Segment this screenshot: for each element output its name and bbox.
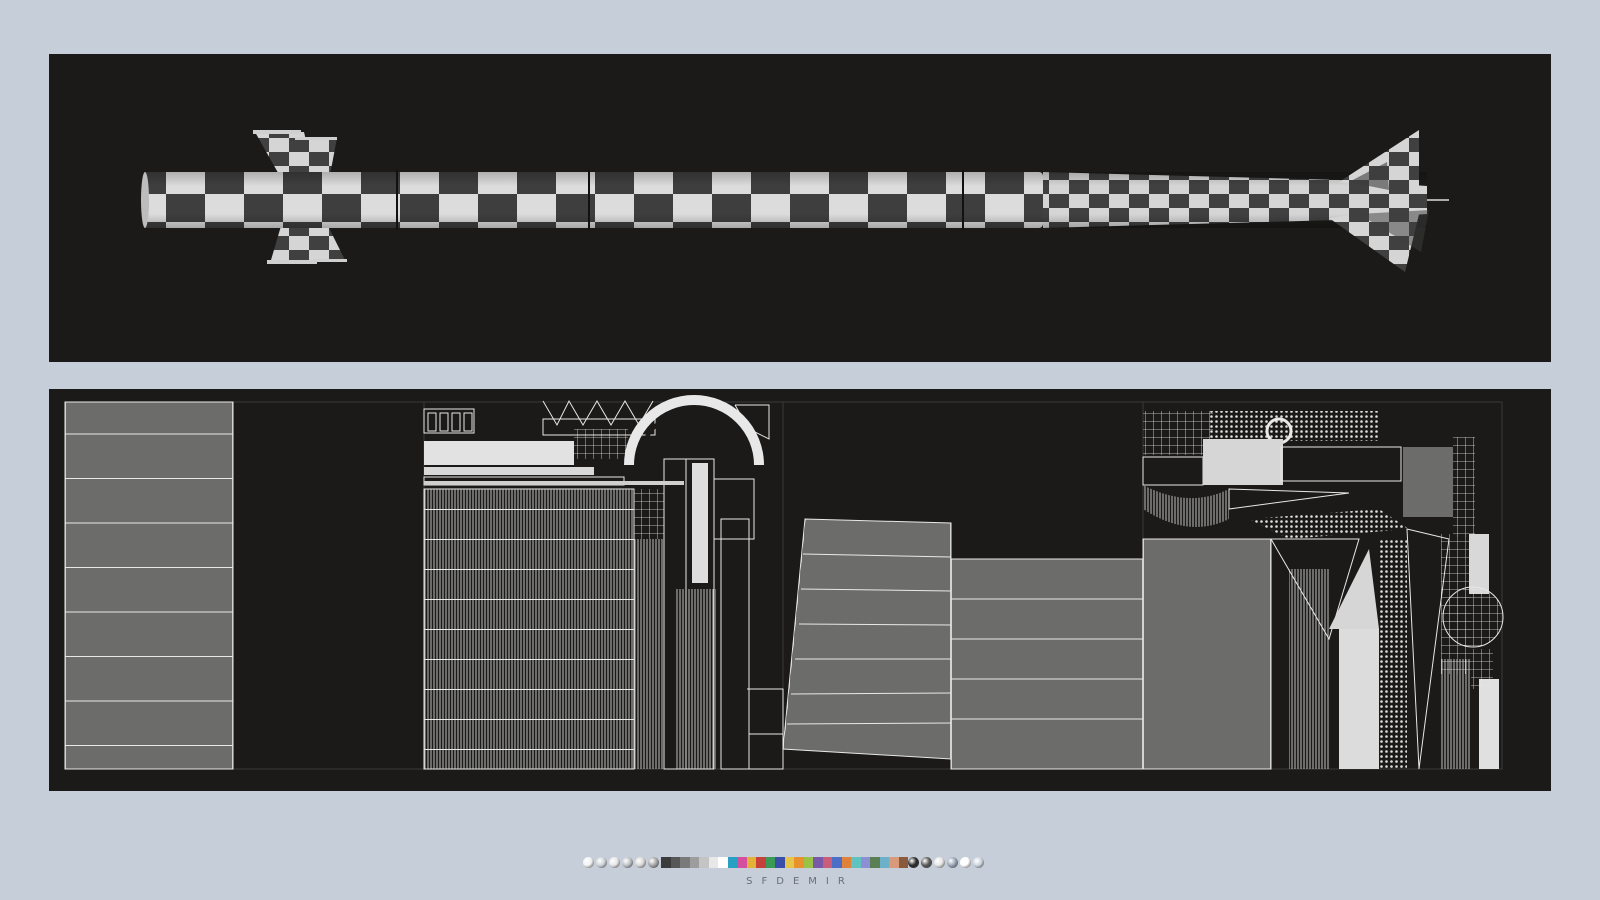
color-swatch (889, 856, 899, 868)
material-ball (934, 856, 945, 868)
material-ball (921, 856, 932, 868)
color-swatch (670, 856, 680, 868)
uv-island-2 (423, 395, 784, 770)
color-swatch (708, 856, 718, 868)
color-swatch (794, 856, 804, 868)
color-swatch (746, 856, 756, 868)
color-swatch (851, 856, 861, 868)
material-ball (973, 856, 984, 868)
material-ball (622, 856, 633, 868)
uv-island-4 (1142, 411, 1504, 770)
material-ball (947, 856, 958, 868)
color-swatch (822, 856, 832, 868)
color-swatch (775, 856, 785, 868)
color-swatch (860, 856, 870, 868)
color-swatch (765, 856, 775, 868)
material-ball (960, 856, 971, 868)
rocket-render (141, 130, 1449, 272)
color-swatch (718, 856, 728, 868)
material-ball (583, 856, 594, 868)
color-swatch (689, 856, 699, 868)
material-ball (648, 856, 659, 868)
color-swatch (813, 856, 823, 868)
color-swatch (841, 856, 851, 868)
color-swatch (680, 856, 690, 868)
color-swatch (879, 856, 889, 868)
color-swatch (699, 856, 709, 868)
material-ball (596, 856, 607, 868)
color-swatch (832, 856, 842, 868)
render-viewport (49, 54, 1551, 362)
artist-signature: SFDEMIR (746, 876, 854, 887)
rear-fins (1329, 130, 1429, 272)
color-swatch (737, 856, 747, 868)
uv-wireframe (64, 395, 1504, 770)
material-ball (908, 856, 919, 868)
color-swatch (661, 856, 671, 868)
material-ball (635, 856, 646, 868)
color-swatch (727, 856, 737, 868)
uv-island-1 (64, 401, 234, 770)
front-fins (253, 130, 347, 264)
material-ball (609, 856, 620, 868)
color-swatch (803, 856, 813, 868)
color-swatch (784, 856, 794, 868)
material-palette (583, 855, 986, 869)
uv-layout-viewport (49, 389, 1551, 791)
color-swatch (870, 856, 880, 868)
color-swatch (898, 856, 908, 868)
uv-island-3 (782, 518, 1144, 770)
color-swatch (756, 856, 766, 868)
rocket-body (141, 170, 1449, 230)
